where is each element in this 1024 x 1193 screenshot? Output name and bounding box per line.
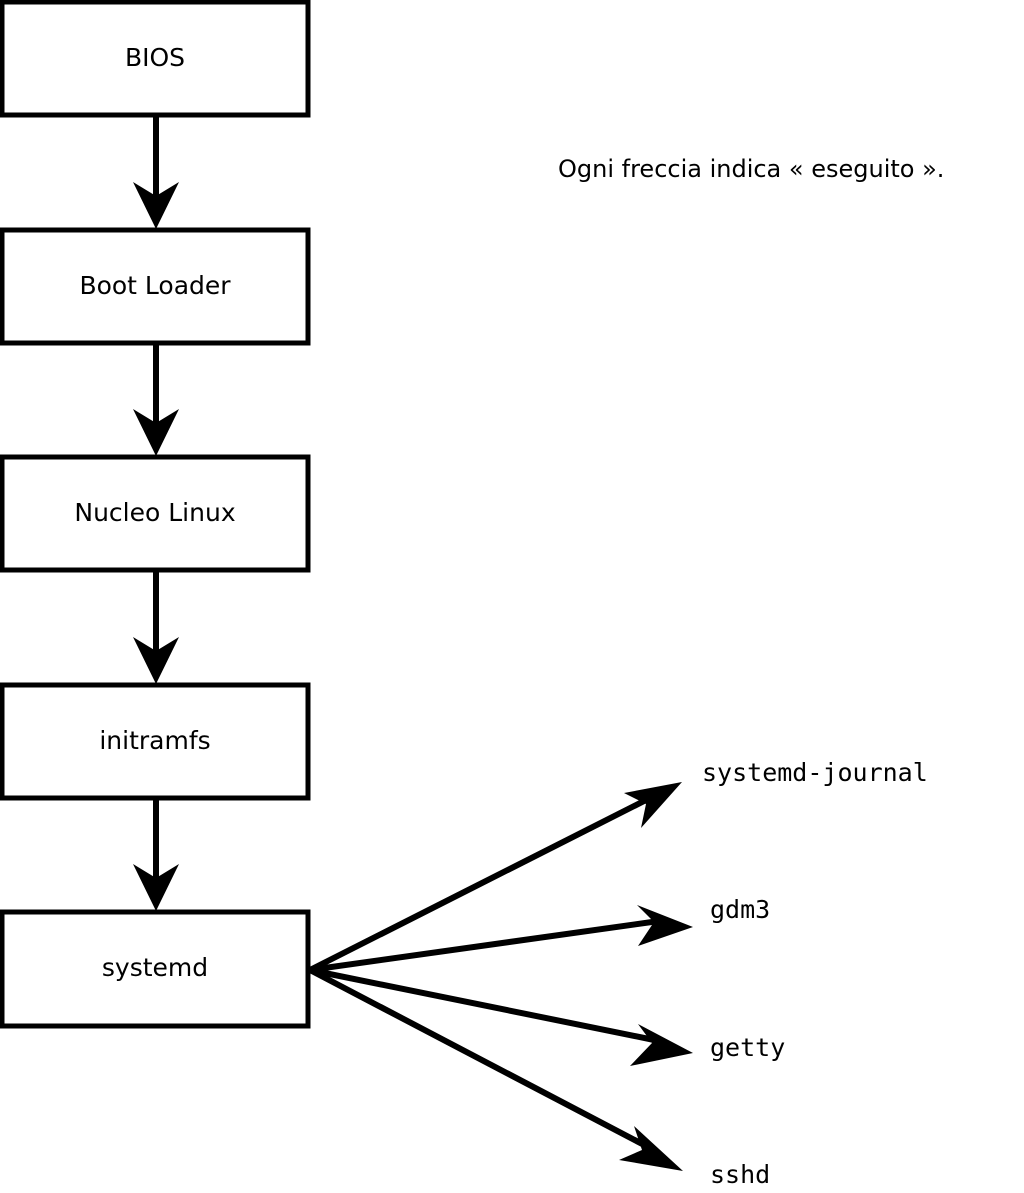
box-systemd-label: systemd <box>102 953 208 982</box>
service-label-systemd-journal: systemd-journal <box>702 758 928 787</box>
box-systemd-rect <box>0 909 311 1029</box>
arrow-systemd-to-sshd <box>308 967 683 1171</box>
arrow-bios-to-boot-loader <box>133 115 179 229</box>
box-bios-rect <box>0 0 311 118</box>
box-boot-loader[interactable]: Boot Loader <box>0 227 311 346</box>
arrow-nucleo-linux-to-initramfs <box>133 570 179 684</box>
box-nucleo-linux[interactable]: Nucleo Linux <box>0 454 311 573</box>
box-initramfs-label: initramfs <box>99 726 210 755</box>
box-bios-label: BIOS <box>125 43 185 72</box>
arrow-systemd-to-getty <box>309 967 693 1066</box>
box-systemd[interactable]: systemd <box>0 909 311 1029</box>
box-initramfs-rect <box>0 682 311 801</box>
service-label-sshd: sshd <box>710 1160 770 1189</box>
box-boot-loader-rect <box>0 227 311 346</box>
box-bios[interactable]: BIOS <box>0 0 311 118</box>
service-label-gdm3: gdm3 <box>710 895 770 924</box>
arrow-initramfs-to-systemd <box>133 798 179 911</box>
service-label-getty: getty <box>710 1033 785 1062</box>
box-nucleo-linux-label: Nucleo Linux <box>74 498 235 527</box>
arrow-systemd-to-gdm3 <box>309 905 693 973</box>
box-boot-loader-label: Boot Loader <box>79 271 231 300</box>
legend-note: Ogni freccia indica « eseguito ». <box>558 155 944 183</box>
box-initramfs[interactable]: initramfs <box>0 682 311 801</box>
arrow-systemd-to-systemd-journal <box>308 782 682 973</box>
arrow-boot-loader-to-nucleo-linux <box>133 343 179 456</box>
